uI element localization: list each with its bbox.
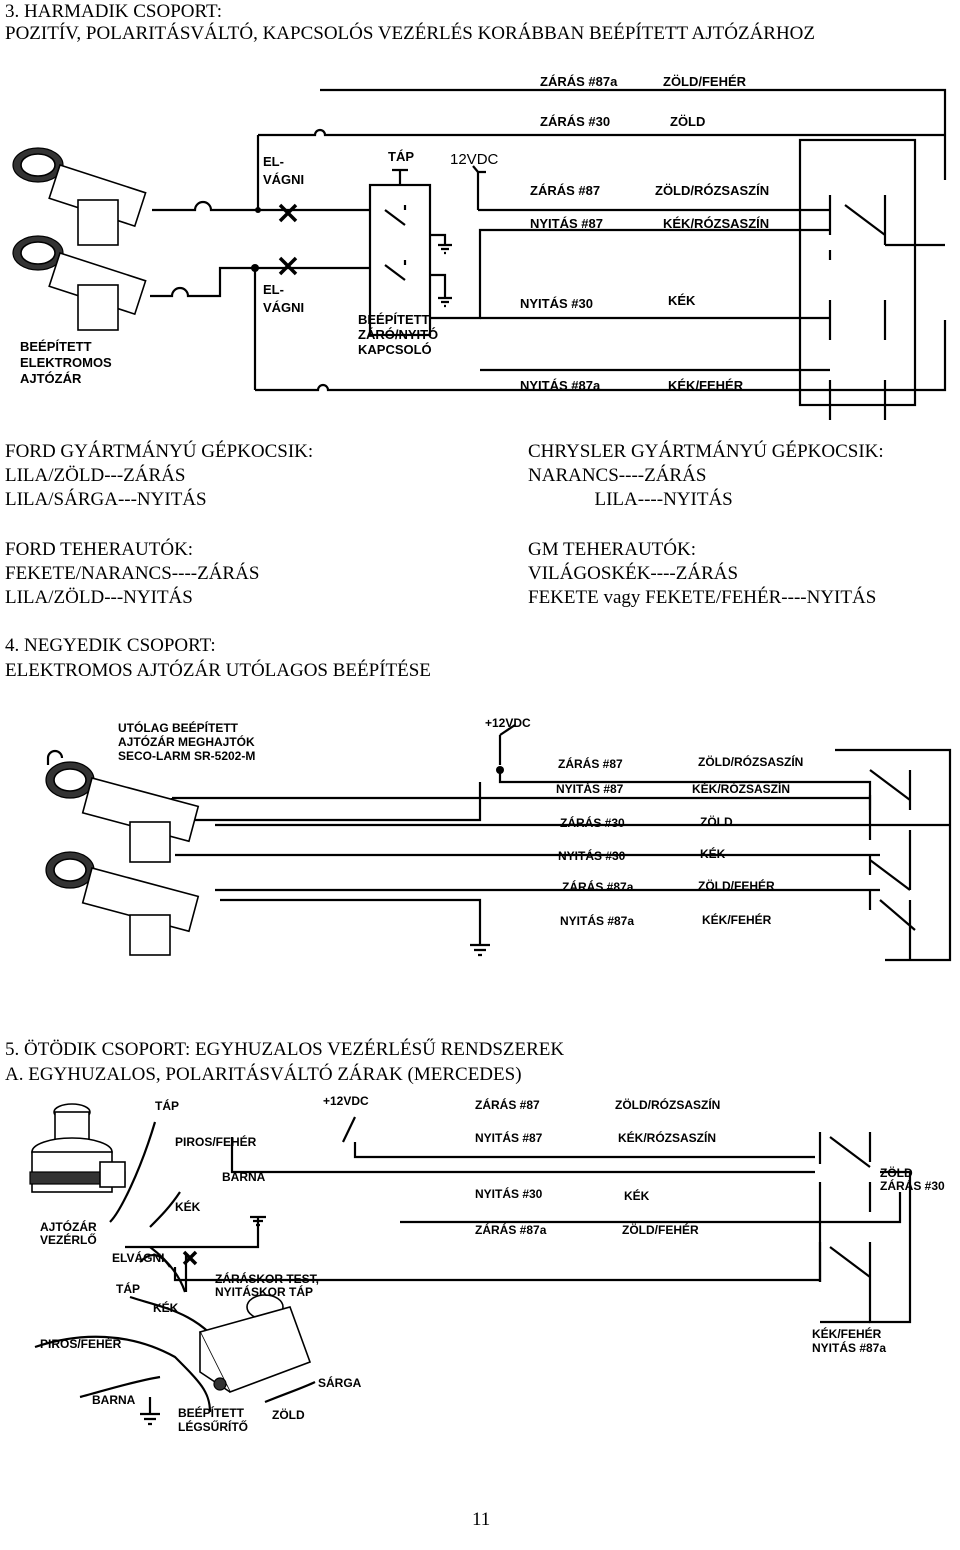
s5-piros-feher-top: PIROS/FEHÉR (175, 1134, 257, 1149)
s3-cut-top-2: VÁGNI (263, 172, 304, 187)
s3-switch-1: BEÉPÍTETT (358, 312, 430, 327)
section3-left-line-5: FORD TEHERAUTÓK: (5, 539, 194, 560)
s5-barna-bottom: BARNA (92, 1393, 136, 1407)
s4-actuator-1: UTÓLAG BEÉPÍTETT (118, 720, 239, 735)
s4-wire-nyitas30: NYITÁS #30 (558, 848, 626, 863)
section3-right-line-5: GM TEHERAUTÓK: (528, 539, 697, 560)
s3-cut-top-1: EL- (263, 154, 284, 169)
s3-color-nyitas87: KÉK/RÓZSASZÍN (663, 216, 769, 231)
section3-right-line-2: NARANCS----ZÁRÁS (528, 465, 707, 486)
s5-zold-bottom: ZÖLD (272, 1407, 305, 1422)
section3-left-line-1: FORD GYÁRTMÁNYÚ GÉPKOCSIK: (5, 441, 314, 462)
section3-title-line1: 3. HARMADIK CSOPORT: (5, 1, 222, 22)
s3-lock-3: AJTÓZÁR (20, 371, 82, 386)
air-compressor-icon (198, 1294, 312, 1394)
s3-wire-nyitas30: NYITÁS #30 (520, 296, 593, 311)
controller-icon (29, 1103, 126, 1193)
section3-left-line-6: FEKETE/NARANCS----ZÁRÁS (5, 563, 260, 584)
s5-color-nyitas30: KÉK (624, 1188, 650, 1203)
s5-wire-nyitas87: NYITÁS #87 (475, 1130, 543, 1145)
s5-voltage: +12VDC (323, 1094, 369, 1108)
s5-green-2: ZÁRÁS #30 (880, 1178, 945, 1193)
s5-lock-note-2: NYITÁSKOR TÁP (215, 1284, 313, 1299)
s5-barna-top: BARNA (222, 1170, 266, 1184)
s3-lock-2: ELEKTROMOS (20, 355, 112, 370)
s5-blue-white-1: KÉK/FEHÉR (812, 1326, 882, 1341)
s4-color-zaras30: ZÖLD (700, 814, 733, 829)
s5-power-mid: TÁP (116, 1281, 140, 1296)
s3-wire-nyitas87a: NYITÁS #87a (520, 378, 601, 393)
s4-voltage: +12VDC (485, 716, 531, 730)
s3-switch-3: KAPCSOLÓ (358, 342, 432, 357)
section3-wiring-diagram: ZÁRÁS #87a ZÖLD/FEHÉR ZÁRÁS #30 ZÖLD ZÁR… (12, 74, 947, 420)
s4-actuator-3: SECO-LARM SR-5202-M (118, 749, 255, 763)
section3-left-line-3: LILA/SÁRGA---NYITÁS (5, 489, 207, 510)
s3-lock-1: BEÉPÍTETT (20, 339, 92, 354)
s4-color-zaras87: ZÖLD/RÓZSASZÍN (698, 754, 803, 769)
section3-left-line-7: LILA/ZÖLD---NYITÁS (5, 587, 193, 608)
s3-color-zaras30: ZÖLD (670, 114, 705, 129)
s5-color-nyitas87: KÉK/RÓZSASZÍN (618, 1130, 716, 1145)
s3-power: TÁP (388, 149, 414, 164)
s3-switch-2: ZÁRÓ/NYITÓ (358, 327, 438, 342)
s4-color-nyitas87: KÉK/RÓZSASZÍN (692, 781, 790, 796)
s4-wire-zaras30: ZÁRÁS #30 (560, 815, 625, 830)
s3-voltage: 12VDC (450, 151, 499, 168)
s5-kek-mid: KÉK (153, 1300, 179, 1315)
s4-wire-zaras87a: ZÁRÁS #87a (562, 879, 634, 894)
s5-controller-2: VEZÉRLŐ (40, 1232, 97, 1247)
section4-wires (46, 724, 952, 962)
s5-color-zaras87: ZÖLD/RÓZSASZÍN (615, 1097, 720, 1112)
s4-color-zaras87a: ZÖLD/FEHÉR (698, 878, 775, 893)
s5-wire-nyitas30: NYITÁS #30 (475, 1186, 543, 1201)
section3-right-line-3: LILA----NYITÁS (528, 489, 733, 510)
s3-color-zaras87: ZÖLD/RÓZSASZÍN (655, 183, 769, 198)
s5-color-zaras87a: ZÖLD/FEHÉR (622, 1222, 699, 1237)
s4-wire-zaras87: ZÁRÁS #87 (558, 756, 623, 771)
s3-wire-zaras30: ZÁRÁS #30 (540, 114, 610, 129)
s5-piros-feher-mid: PIROS/FEHÉR (40, 1336, 122, 1351)
s3-wire-zaras87a: ZÁRÁS #87a (540, 74, 618, 89)
lock-actuator-icon (12, 147, 147, 331)
section5-wiring-diagram: TÁP +12VDC ZÁRÁS #87 ZÖLD/RÓZSASZÍN NYIT… (29, 1094, 945, 1434)
section4-title-line2: ELEKTROMOS AJTÓZÁR UTÓLAGOS BEÉPÍTÉSE (5, 660, 431, 681)
retrofit-actuator-icon (45, 761, 200, 956)
s3-cut-bottom-1: EL- (263, 282, 284, 297)
s4-wire-nyitas87a: NYITÁS #87a (560, 913, 634, 928)
s5-green-1: ZÖLD (880, 1165, 913, 1180)
section3-title-line2: POZITÍV, POLARITÁSVÁLTÓ, KAPCSOLÓS VEZÉR… (5, 23, 816, 44)
s3-color-nyitas30: KÉK (668, 293, 696, 308)
s5-wire-zaras87a: ZÁRÁS #87a (475, 1222, 547, 1237)
section3-wires (150, 88, 947, 420)
s5-compressor-1: BEÉPÍTETT (178, 1405, 245, 1420)
s5-lock-note-1: ZÁRÁSKOR TEST, (215, 1271, 319, 1286)
section3-right-line-6: VILÁGOSKÉK----ZÁRÁS (528, 563, 739, 584)
section3-left-line-2: LILA/ZÖLD---ZÁRÁS (5, 465, 186, 486)
s5-sarga: SÁRGA (318, 1375, 362, 1390)
s4-wire-nyitas87: NYITÁS #87 (556, 781, 624, 796)
s3-cut-bottom-2: VÁGNI (263, 300, 304, 315)
page-number: 11 (472, 1509, 491, 1530)
section5-title-line2: A. EGYHUZALOS, POLARITÁSVÁLTÓ ZÁRAK (MER… (5, 1064, 522, 1085)
s5-controller-1: AJTÓZÁR (40, 1219, 97, 1234)
section5-title-line1: 5. ÖTÖDIK CSOPORT: EGYHUZALOS VEZÉRLÉSŰ … (5, 1039, 565, 1060)
s3-wire-zaras87: ZÁRÁS #87 (530, 183, 600, 198)
s4-color-nyitas87a: KÉK/FEHÉR (702, 912, 772, 927)
s5-cut: ELVÁGNI (112, 1250, 164, 1265)
s5-kek-top: KÉK (175, 1199, 201, 1214)
s3-wire-nyitas87: NYITÁS #87 (530, 216, 603, 231)
section3-right-line-1: CHRYSLER GYÁRTMÁNYÚ GÉPKOCSIK: (528, 441, 884, 462)
section4-title-line1: 4. NEGYEDIK CSOPORT: (5, 635, 216, 656)
s5-compressor-2: LÉGSŰRÍTŐ (178, 1419, 248, 1434)
s5-power-top: TÁP (155, 1098, 179, 1113)
s4-color-nyitas30: KÉK (700, 846, 726, 861)
section5-wires (34, 1116, 912, 1426)
s3-color-zaras87a: ZÖLD/FEHÉR (663, 74, 747, 89)
s5-blue-white-2: NYITÁS #87a (812, 1340, 886, 1355)
s3-color-nyitas87a: KÉK/FEHÉR (668, 378, 744, 393)
section4-wiring-diagram: UTÓLAG BEÉPÍTETT AJTÓZÁR MEGHAJTÓK SECO-… (45, 716, 952, 962)
s4-actuator-2: AJTÓZÁR MEGHAJTÓK (118, 734, 255, 749)
s5-wire-zaras87: ZÁRÁS #87 (475, 1097, 540, 1112)
section3-right-line-7: FEKETE vagy FEKETE/FEHÉR----NYITÁS (528, 587, 877, 608)
